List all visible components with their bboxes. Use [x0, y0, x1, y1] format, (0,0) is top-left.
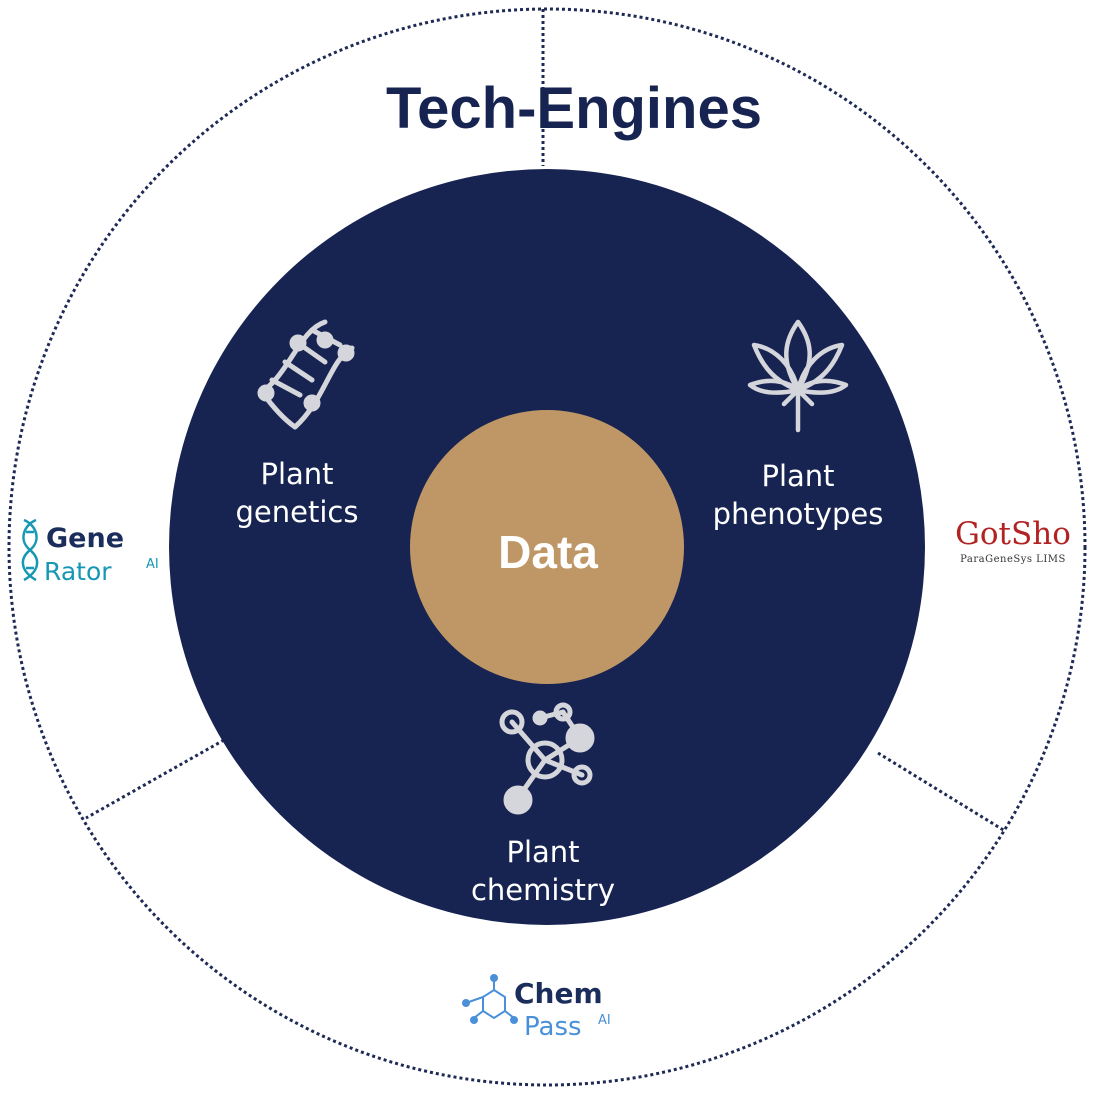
chempass-ai-suffix: AI [598, 1013, 611, 1028]
dna-icon [257, 319, 355, 430]
generator-line1: Gene [46, 523, 124, 554]
outer-ring [7, 7, 1087, 1087]
genetics-label-line2: genetics [236, 495, 359, 529]
genetics-label-line1: Plant [260, 457, 333, 491]
chempass-ai-logo: Chem Pass AI [462, 974, 611, 1042]
phenotypes-label-line2: phenotypes [713, 497, 884, 531]
phenotypes-label-line1: Plant [761, 459, 834, 493]
generator-line2: Rator [44, 557, 112, 586]
molecule-icon [499, 702, 595, 815]
chempass-line2: Pass [524, 1012, 582, 1042]
hexagon-molecule-logo-icon [462, 974, 518, 1024]
chemistry-label-line1: Plant [506, 835, 579, 869]
gotsho-name: GotSho [955, 516, 1071, 552]
cannabis-leaf-icon [747, 319, 849, 433]
generator-ai-suffix: AI [146, 557, 159, 572]
divider-bottom-right [877, 751, 1006, 833]
data-label: Data [498, 526, 598, 578]
chemistry-label-line2: chemistry [471, 873, 615, 907]
diagram-title: Tech-Engines [386, 76, 762, 141]
chempass-line1: Chem [514, 977, 603, 1010]
data-core [410, 410, 684, 684]
gotsho-logo: GotSho ParaGeneSys LIMS [955, 516, 1071, 565]
generator-ai-logo: Gene Rator AI [21, 518, 159, 586]
gotsho-subtitle: ParaGeneSys LIMS [960, 554, 1066, 565]
helix-logo-icon [21, 518, 39, 582]
divider-bottom-left [85, 738, 225, 820]
